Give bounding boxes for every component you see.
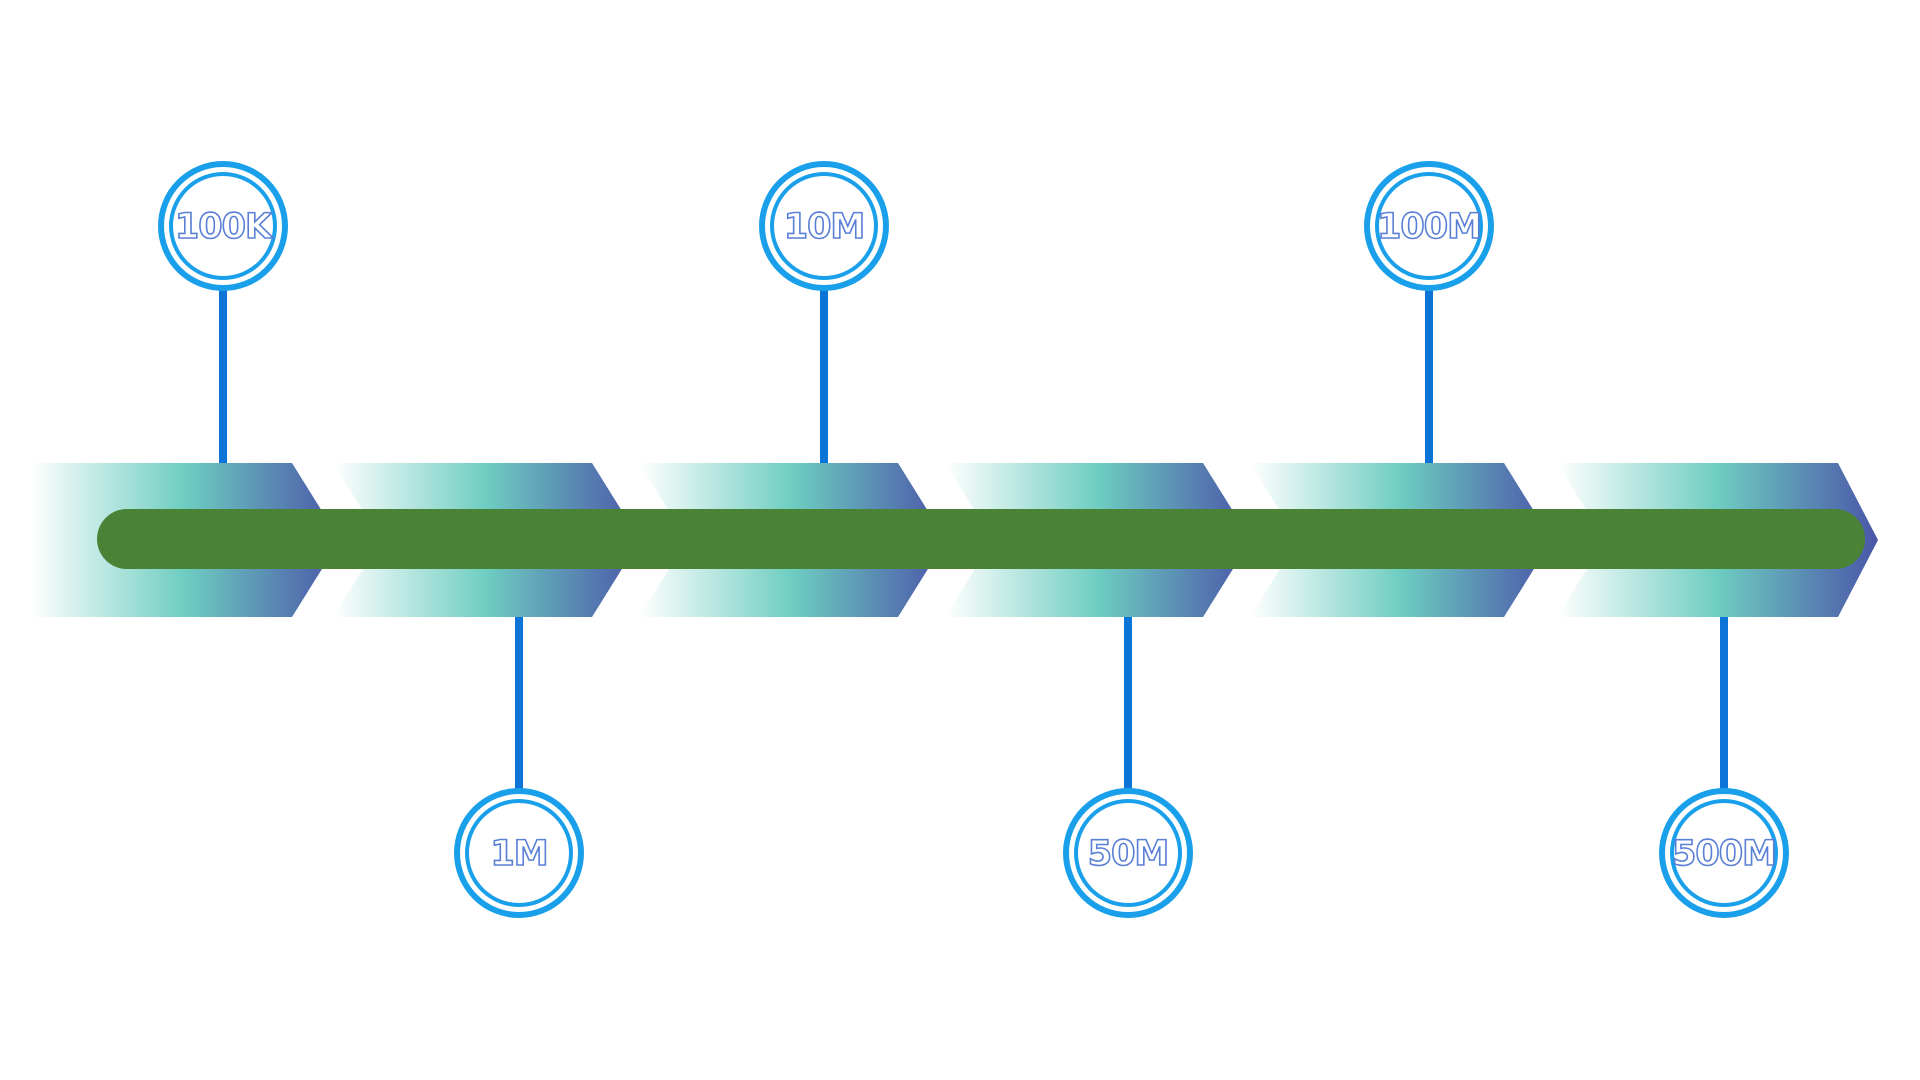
milestone-circle-icon: [158, 161, 288, 291]
milestone-500m: 500M: [1659, 617, 1789, 918]
milestone-100m: 100M: [1364, 161, 1494, 463]
milestone-inner-ring: [1375, 172, 1483, 280]
milestone-inner-ring: [169, 172, 277, 280]
milestone-50m: 50M: [1063, 617, 1193, 918]
milestone-100k: 100K: [158, 161, 288, 463]
milestone-inner-ring: [1670, 799, 1778, 907]
milestone-label: 10M: [784, 207, 865, 247]
milestone-inner-ring: [1074, 799, 1182, 907]
milestone-label: 500M: [1672, 834, 1776, 874]
milestone-1m: 1M: [454, 617, 584, 918]
milestones: 100K 1M 10M 50M 100M 500M: [158, 161, 1789, 918]
milestone-circle-icon: [1063, 788, 1193, 918]
progress-bar: [97, 509, 1865, 569]
milestone-10m: 10M: [759, 161, 889, 463]
milestone-label: 50M: [1088, 834, 1169, 874]
milestone-circle-icon: [454, 788, 584, 918]
milestone-label: 100K: [175, 207, 274, 247]
milestone-label: 1M: [490, 834, 547, 874]
milestone-circle-icon: [1659, 788, 1789, 918]
milestone-circle-icon: [1364, 161, 1494, 291]
milestone-label: 100M: [1377, 207, 1481, 247]
milestone-circle-icon: [759, 161, 889, 291]
milestone-inner-ring: [465, 799, 573, 907]
milestone-inner-ring: [770, 172, 878, 280]
